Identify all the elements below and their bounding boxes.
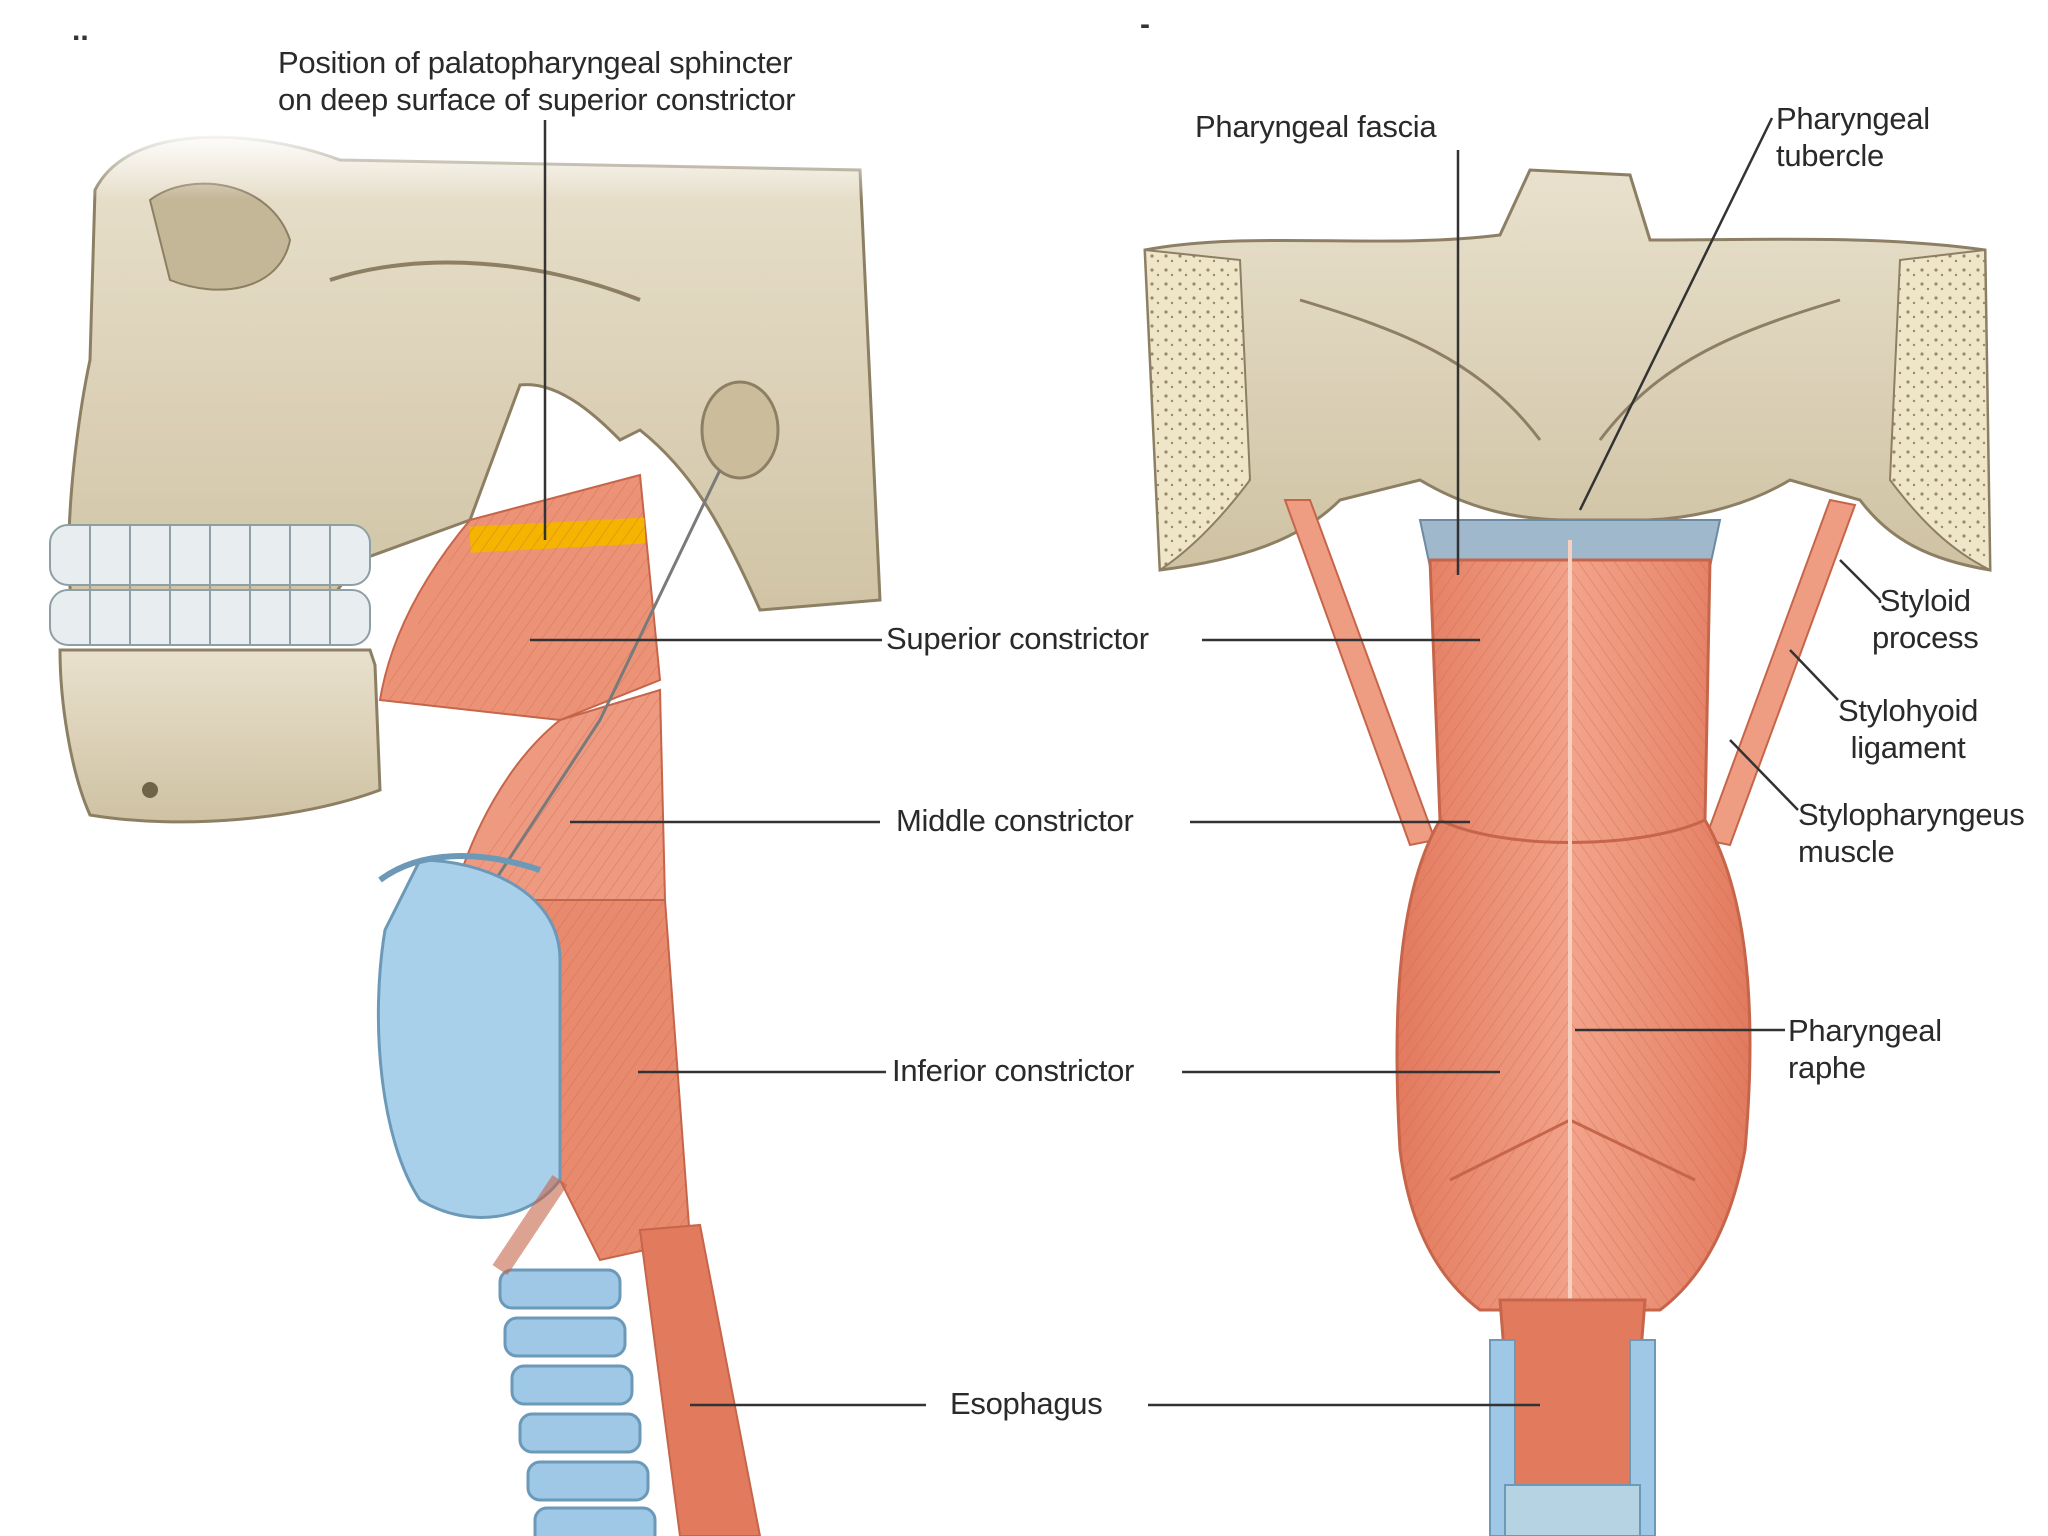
leader-styloid-process: [1839, 559, 1881, 601]
label-stylohyoid-ligament: Stylohyoid ligament: [1838, 693, 1979, 765]
label-pharyngeal-tubercle: Pharyngeal tubercle: [1776, 101, 1930, 173]
leader-stylopharyngeus: [1729, 739, 1799, 811]
label-styloid-process: Styloid process: [1872, 583, 1979, 655]
occipital-ridge: [1299, 298, 1841, 441]
label-pharyngeal-fascia: Pharyngeal fascia: [1195, 109, 1437, 144]
stylopharyngeus-right: [1703, 498, 1857, 847]
posterior-view: [1143, 168, 1992, 1536]
stylopharyngeus-left: [1283, 499, 1437, 847]
lateral-view: [40, 130, 900, 1536]
panel-mark-right: -: [1140, 8, 1150, 41]
label-pharyngeal-raphe: Pharyngeal raphe: [1788, 1013, 1942, 1085]
leader-stylohyoid-ligament: [1789, 649, 1839, 701]
thyroid-cartilage: [376, 858, 562, 1219]
panel-mark-left: ..: [72, 14, 89, 47]
mastoid: [700, 380, 780, 480]
leader-pharyngeal-tubercle: [1578, 117, 1774, 511]
mental-foramen: [142, 782, 158, 798]
label-palatopharyngeal-sphincter: Position of palatopharyngeal sphincter o…: [278, 45, 796, 117]
trachea-rings: [498, 1268, 657, 1536]
teeth: [49, 524, 371, 646]
right-temporal-section: [1888, 248, 1992, 572]
esophagus-posterior: [1498, 1298, 1647, 1492]
skull-base: [1143, 168, 1992, 572]
label-esophagus: Esophagus: [950, 1386, 1103, 1421]
leader-lines: [530, 117, 1882, 1407]
mandible: [58, 648, 382, 824]
label-superior-constrictor: Superior constrictor: [886, 621, 1149, 656]
left-temporal-section: [1143, 248, 1252, 572]
label-inferior-constrictor: Inferior constrictor: [892, 1053, 1135, 1088]
zygomatic-arch: [329, 260, 641, 302]
hyoid: [378, 853, 541, 883]
label-stylopharyngeus-muscle: Stylopharyngeus muscle: [1798, 797, 2025, 869]
label-middle-constrictor: Middle constrictor: [896, 803, 1134, 838]
esophagus-lateral: [638, 1223, 762, 1536]
